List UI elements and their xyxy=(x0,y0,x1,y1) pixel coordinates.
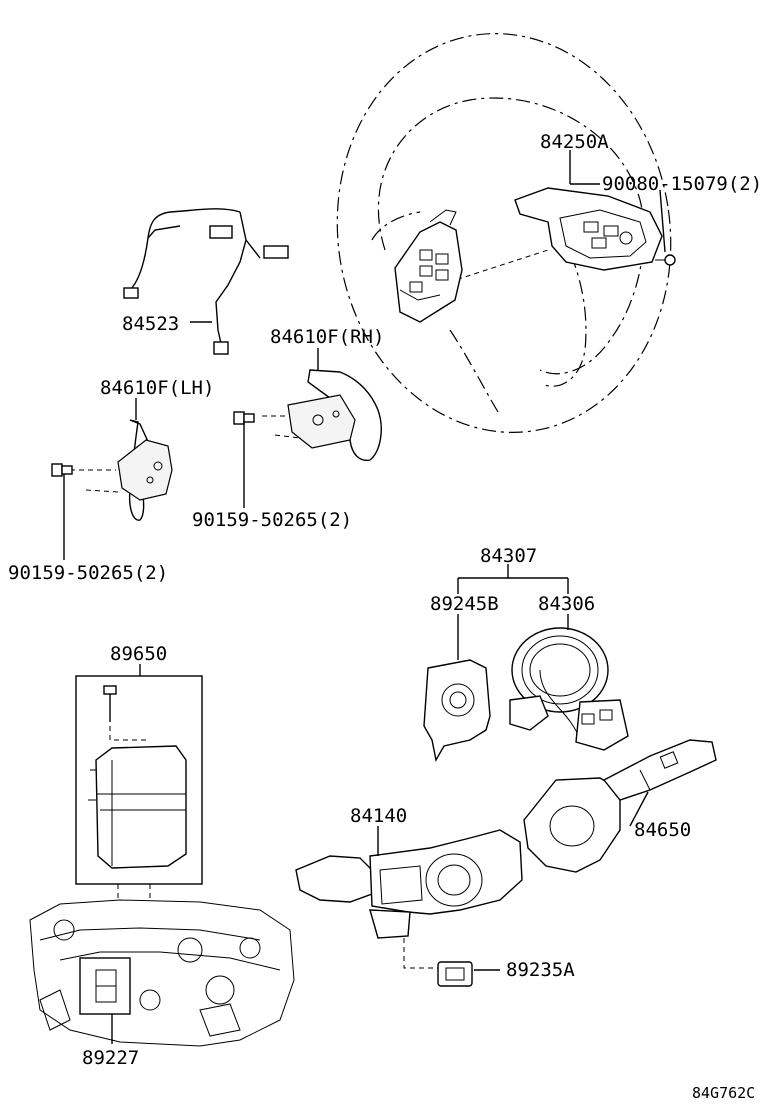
label-84307: 84307 xyxy=(480,545,537,567)
label-84250A: 84250A xyxy=(540,131,609,153)
paddle-shifter-lh xyxy=(70,419,173,521)
label-84610F-LH: 84610F(LH) xyxy=(100,377,214,399)
wiper-switch-84650 xyxy=(523,739,717,873)
label-89650: 89650 xyxy=(110,643,167,665)
label-90159-50265-rh: 90159-50265(2) xyxy=(192,509,352,531)
steering-lock-box xyxy=(75,675,203,885)
steering-lock-89650 xyxy=(88,685,187,869)
label-89227: 89227 xyxy=(82,1047,139,1069)
bolt-90080 xyxy=(655,254,676,266)
screw-rh xyxy=(233,411,255,425)
label-90080-15079: 90080-15079(2) xyxy=(602,173,760,195)
screw-lh xyxy=(51,463,73,477)
diagram-reference-code: 84G762C xyxy=(692,1084,755,1102)
steering-switch-lh xyxy=(394,209,463,323)
label-84140: 84140 xyxy=(350,805,407,827)
wire-harness-84523 xyxy=(123,208,289,355)
turn-signal-switch-84140 xyxy=(295,829,523,969)
leader-lines xyxy=(63,150,666,1044)
steering-column xyxy=(29,884,295,1047)
switch-89235A xyxy=(437,961,473,987)
label-89235A: 89235A xyxy=(506,959,575,981)
label-89245B: 89245B xyxy=(430,593,499,615)
part-labels: 84250A 90080-15079(2) 84523 84610F(RH) 8… xyxy=(8,131,760,1102)
label-84650: 84650 xyxy=(634,819,691,841)
spiral-cable-84306 xyxy=(509,627,629,751)
steering-switch-rh xyxy=(439,187,663,286)
label-84306: 84306 xyxy=(538,593,595,615)
label-84523: 84523 xyxy=(122,313,179,335)
label-90159-50265-lh: 90159-50265(2) xyxy=(8,562,168,584)
label-84610F-RH: 84610F(RH) xyxy=(270,326,384,348)
steering-sensor-89245B xyxy=(423,659,491,762)
paddle-shifter-rh xyxy=(262,369,382,462)
